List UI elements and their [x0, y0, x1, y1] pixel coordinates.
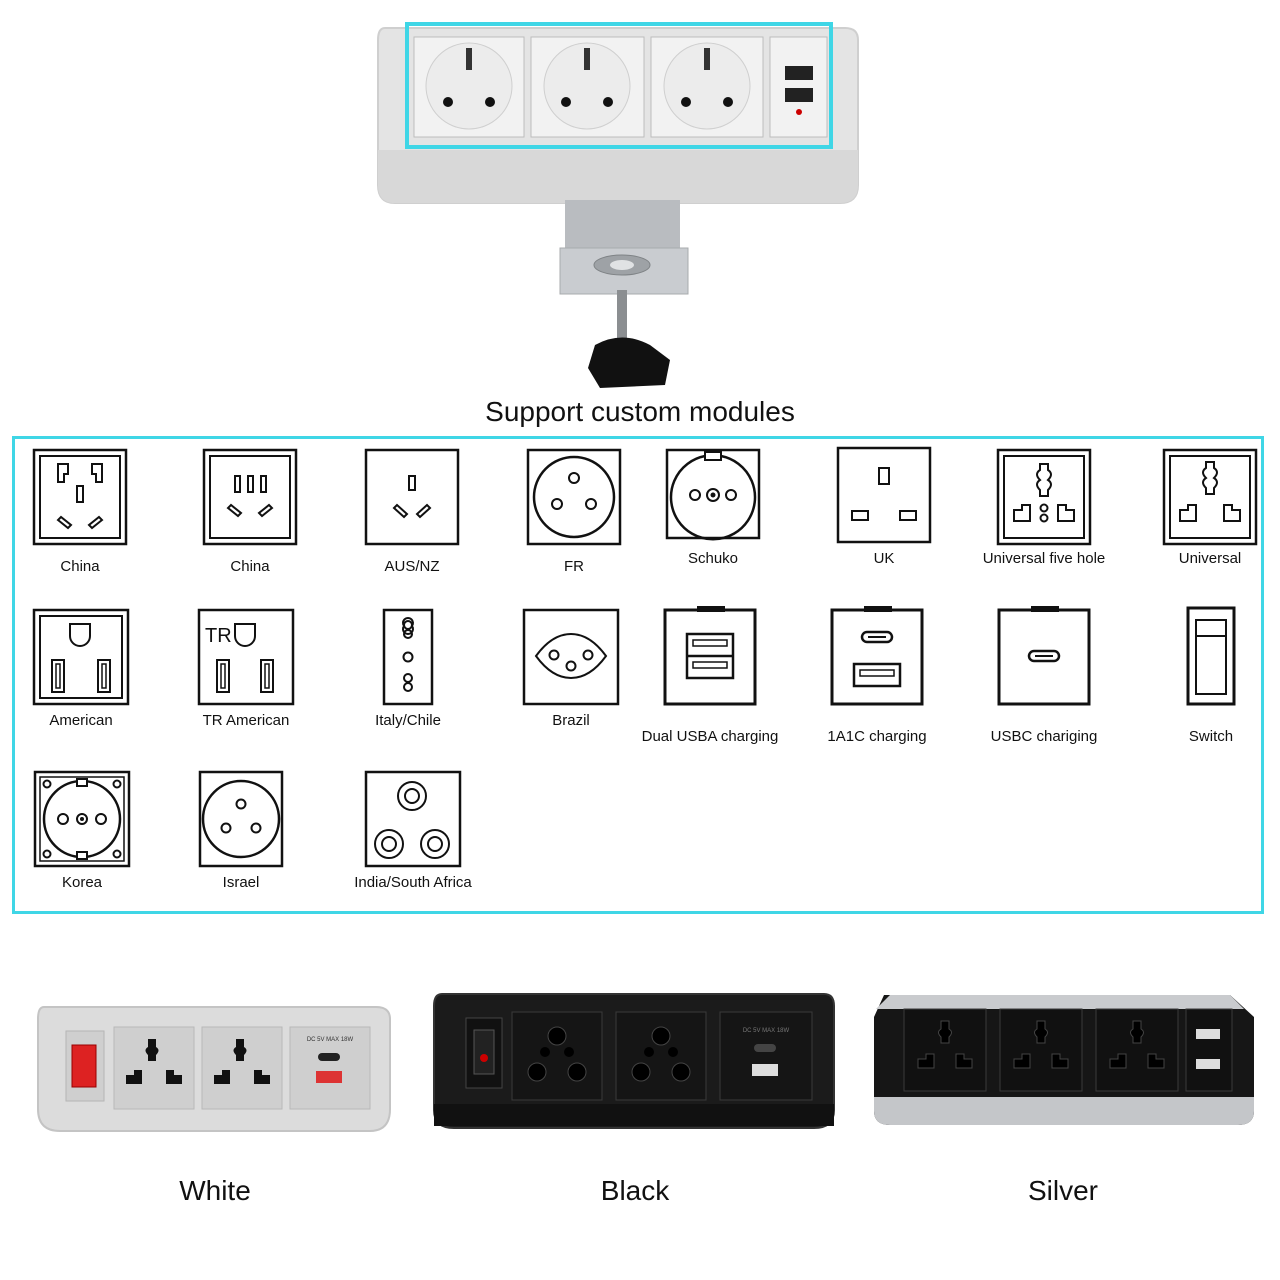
module-korea: Korea — [33, 770, 131, 891]
usb-charging-module: DC 5V MAX 18W — [719, 1011, 813, 1101]
usbc-icon — [997, 606, 1091, 706]
module-label: India/South Africa — [354, 874, 472, 891]
schuko-socket-icon — [665, 448, 761, 541]
universal-outlet — [1095, 1008, 1179, 1092]
universal-outlet — [113, 1026, 195, 1110]
module-israel: Israel — [198, 770, 284, 891]
module-label: Schuko — [687, 550, 739, 567]
brazil-socket-icon — [522, 608, 620, 706]
module-label: TR American — [202, 712, 290, 729]
american-socket-icon — [32, 608, 130, 706]
variant-label-white: White — [179, 1175, 251, 1206]
desk-socket-product-image — [377, 22, 859, 388]
module-1a1c: 1A1C charging — [827, 604, 927, 745]
module-universal-five-hole: Universal five hole — [983, 448, 1105, 567]
universal-socket-icon — [1162, 448, 1258, 546]
module-universal: Universal — [1162, 448, 1258, 567]
module-label: Switch — [1188, 728, 1234, 745]
china-3pin-socket-icon — [202, 448, 298, 546]
module-fr: FR — [526, 448, 622, 575]
variant-label-silver: Silver — [1027, 1175, 1098, 1206]
module-india-south-africa: India/South Africa — [354, 770, 472, 891]
korea-socket-icon — [33, 770, 131, 868]
india-south-africa-socket-icon — [364, 770, 462, 868]
module-aus-nz: AUS/NZ — [364, 448, 460, 575]
universal-outlet — [999, 1008, 1083, 1092]
israel-socket-icon — [198, 770, 284, 868]
module-label: Israel — [222, 874, 260, 891]
universal-outlet — [201, 1026, 283, 1110]
module-label: FR — [564, 558, 584, 575]
aus-nz-socket-icon — [364, 448, 460, 546]
module-label: Brazil — [552, 712, 590, 729]
module-label: UK — [873, 550, 895, 567]
usb-charging-module — [1185, 1008, 1233, 1092]
modules-panel — [12, 436, 1264, 914]
module-tr-american: TR TR American — [197, 608, 295, 729]
module-label: Universal five hole — [982, 550, 1106, 567]
white-variant-image: DC 5V MAX 18W — [37, 1006, 391, 1132]
module-label: China — [60, 558, 100, 575]
page-title: Support custom modules — [485, 396, 795, 427]
tr-mark: TR — [205, 625, 232, 647]
universal-outlet — [903, 1008, 987, 1092]
module-label: Universal — [1178, 550, 1242, 567]
china-5pin-socket-icon — [32, 448, 128, 546]
uk-socket-icon — [836, 446, 932, 544]
indian-outlet — [615, 1011, 707, 1101]
schuko-outlet — [530, 36, 645, 138]
usb-charging-module: DC 5V MAX 18W — [289, 1026, 371, 1110]
switch-icon — [1186, 606, 1236, 706]
module-brazil: Brazil — [522, 608, 620, 729]
usb-module-text: DC 5V MAX 18W — [743, 1028, 790, 1034]
module-label: AUS/NZ — [384, 558, 440, 575]
module-label: Korea — [61, 874, 103, 891]
module-switch: Switch — [1186, 606, 1236, 745]
module-label: Italy/Chile — [375, 712, 441, 729]
fr-socket-icon — [526, 448, 622, 546]
black-variant-image: DC 5V MAX 18W — [433, 993, 835, 1129]
module-label: China — [230, 558, 270, 575]
silver-variant-image — [874, 995, 1254, 1125]
schuko-outlet — [650, 36, 764, 138]
module-italy-chile: Italy/Chile — [375, 608, 441, 729]
module-uk: UK — [836, 446, 932, 567]
module-china-3pin: China — [202, 448, 298, 575]
tr-american-socket-icon: TR — [197, 608, 295, 706]
italy-chile-socket-icon — [382, 608, 434, 706]
module-china-5pin: China — [32, 448, 128, 575]
module-highlight-frame — [405, 22, 833, 149]
schuko-outlet — [413, 36, 525, 138]
module-label: American — [49, 712, 113, 729]
indian-outlet — [511, 1011, 603, 1101]
usb-module-text: DC 5V MAX 18W — [307, 1037, 354, 1043]
dual-usba-icon — [663, 606, 757, 706]
module-label: 1A1C charging — [827, 728, 927, 745]
universal-five-hole-socket-icon — [996, 448, 1092, 546]
module-american: American — [32, 608, 130, 729]
usba-usbc-icon — [830, 606, 924, 706]
module-dual-usba: Dual USBA charging — [642, 604, 778, 745]
module-label: USBC chariging — [990, 728, 1098, 745]
module-usbc: USBC chariging — [991, 604, 1097, 745]
module-schuko: Schuko — [665, 448, 761, 567]
variant-label-black: Black — [600, 1175, 670, 1206]
usb-charging-module — [769, 36, 828, 138]
module-label: Dual USBA charging — [641, 728, 779, 745]
